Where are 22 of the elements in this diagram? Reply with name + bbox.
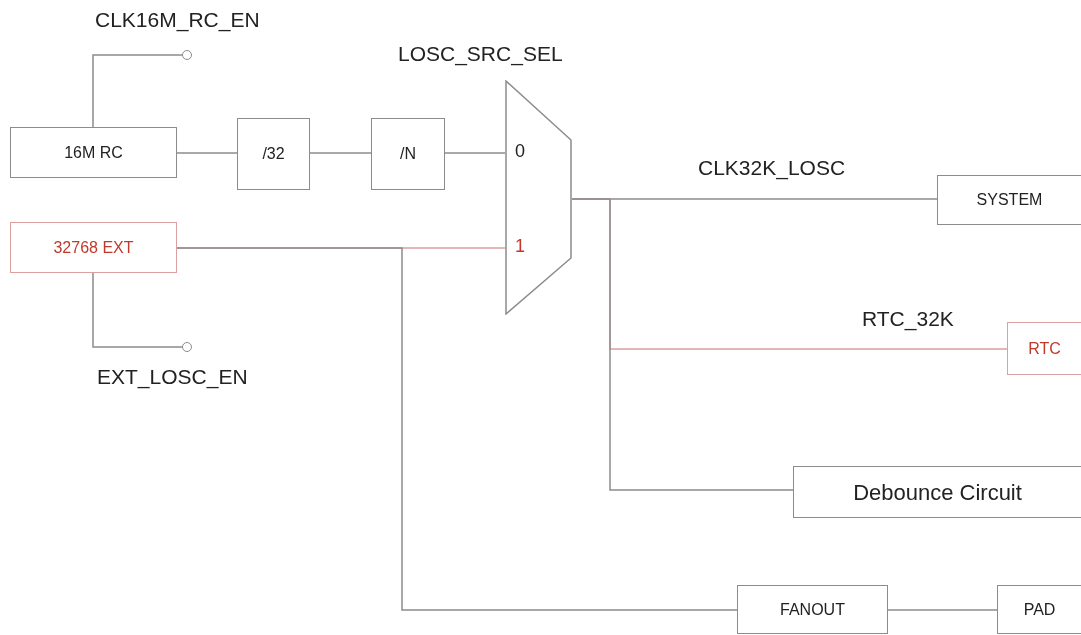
block-box: /N [371, 118, 445, 190]
signal-name: LOSC_SRC_SEL [398, 43, 563, 64]
block-box: SYSTEM [937, 175, 1081, 225]
mux-input-label: 1 [515, 237, 525, 255]
block-box: FANOUT [737, 585, 888, 634]
connector-line [176, 152, 238, 154]
signal-name: EXT_LOSC_EN [97, 366, 248, 387]
connector-line [92, 54, 183, 128]
connector-line [444, 152, 506, 154]
block-box: PAD [997, 585, 1081, 634]
block-box: /32 [237, 118, 310, 190]
block-box: RTC [1007, 322, 1081, 375]
block-box: 32768 EXT [10, 222, 177, 273]
connector-line [176, 247, 738, 611]
block-box: 16M RC [10, 127, 177, 178]
connector-line [571, 198, 794, 491]
connector-line [887, 609, 998, 611]
signal-name: CLK16M_RC_EN [95, 9, 260, 30]
connector-line [309, 152, 372, 154]
block-box: Debounce Circuit [793, 466, 1081, 518]
connector-line [92, 272, 183, 348]
mux-input-label: 0 [515, 142, 525, 160]
